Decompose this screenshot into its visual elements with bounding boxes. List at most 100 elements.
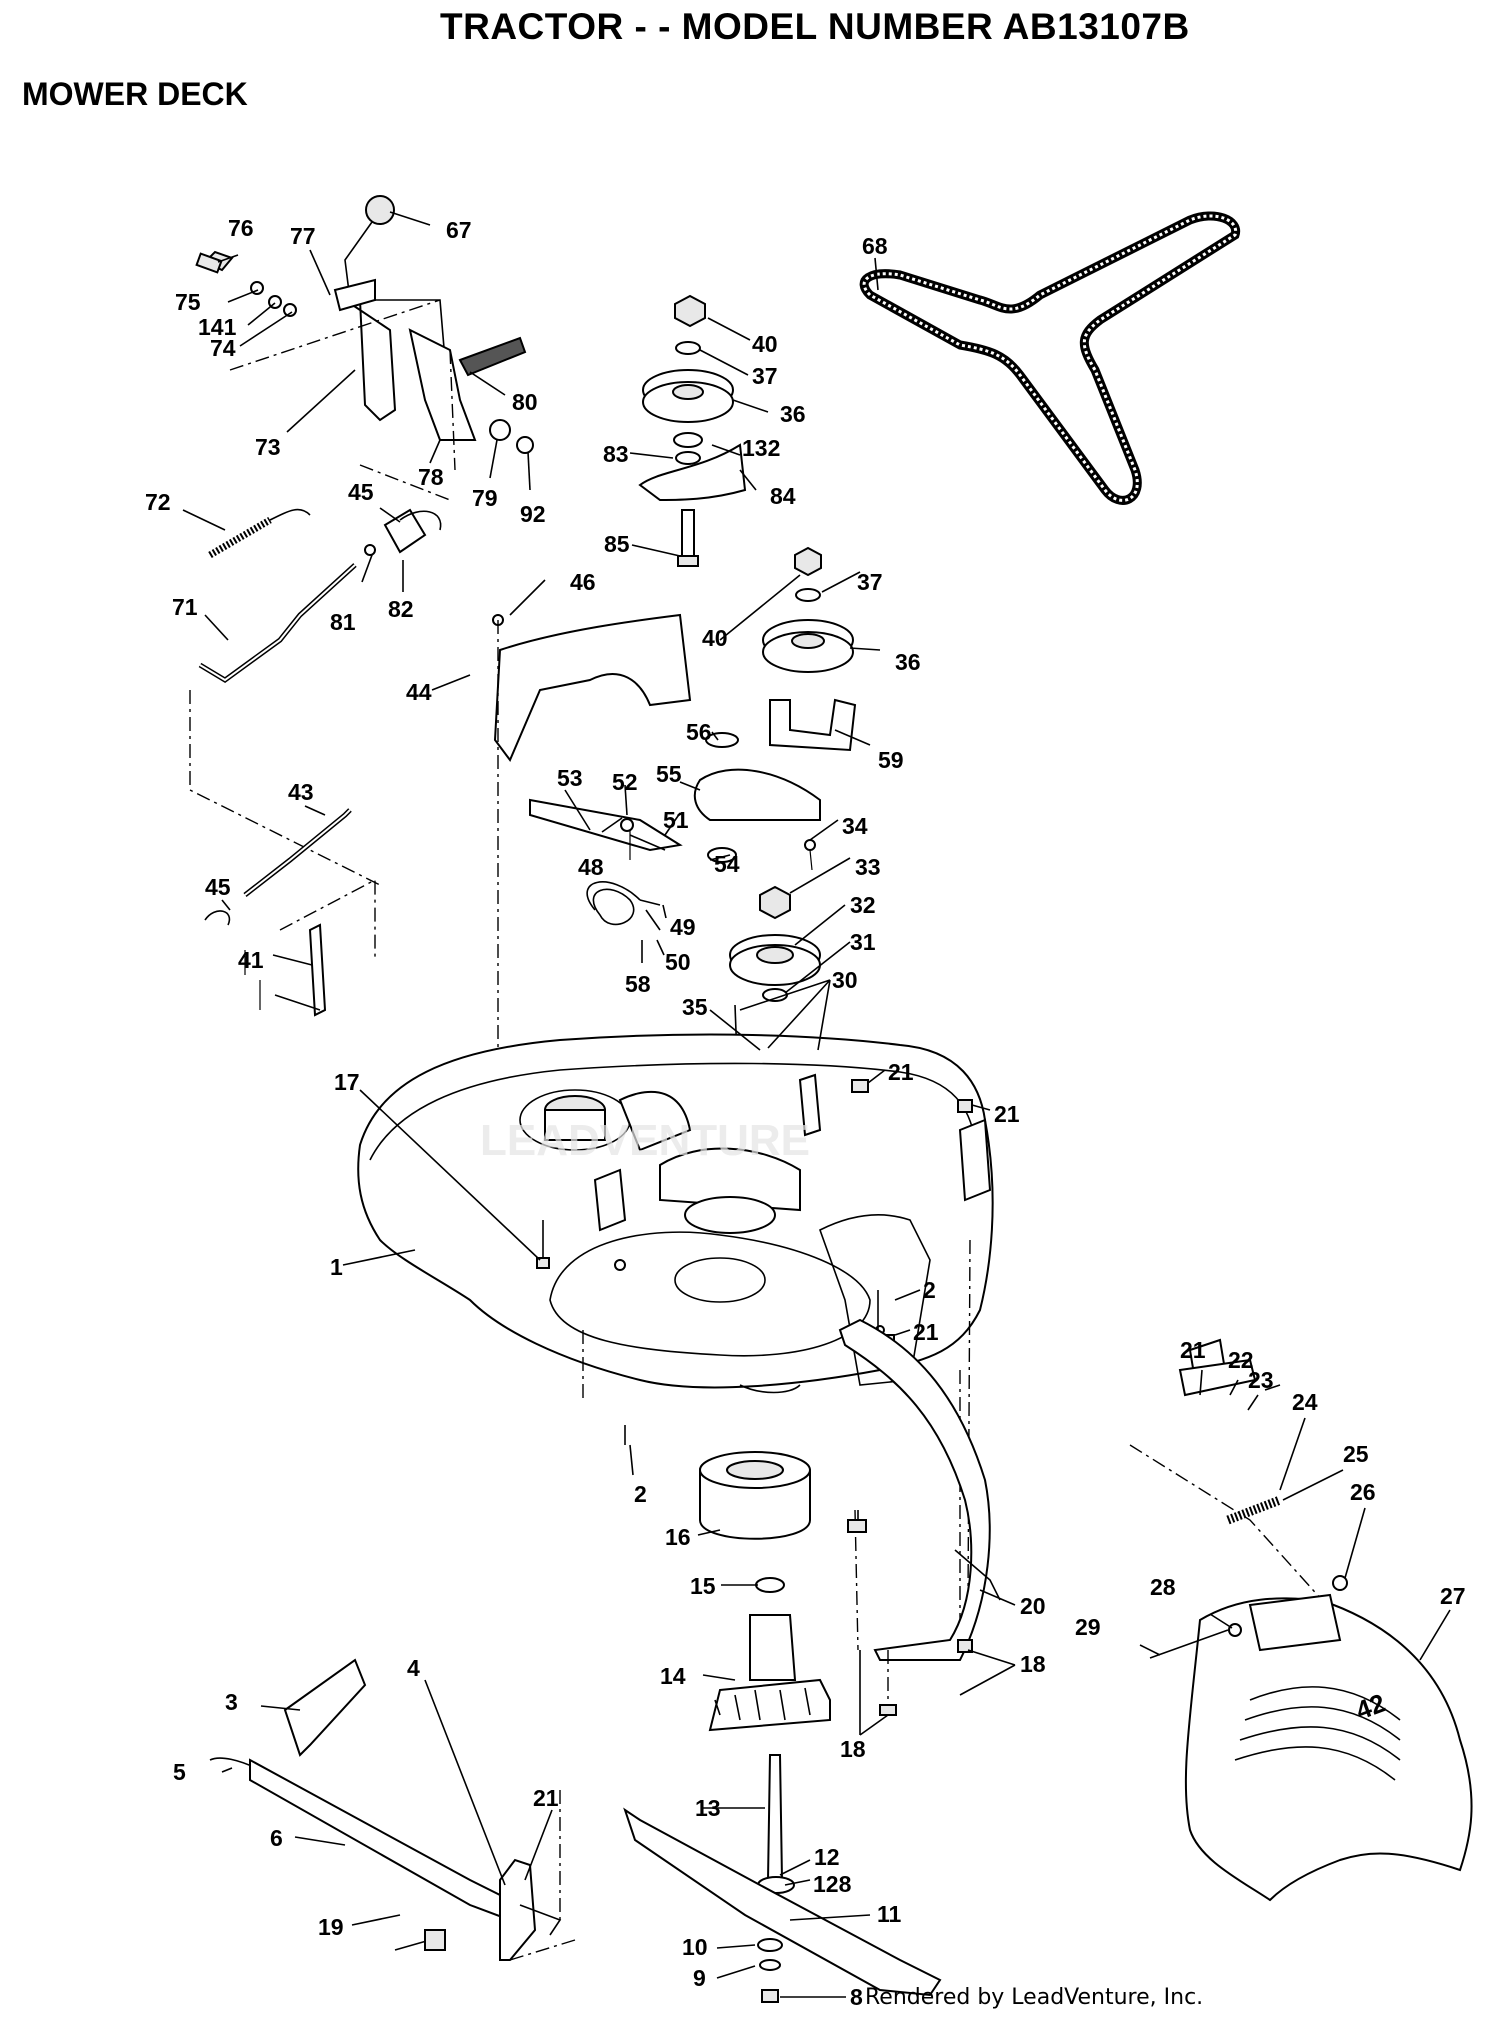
blade-drive-pulley-drawing [729,839,821,1121]
part-label-2a: 2 [923,1277,936,1303]
part-label-17: 17 [334,1069,360,1095]
idler-arm-drawing [529,732,821,926]
part-label-58: 58 [625,971,651,997]
part-label-68: 68 [862,233,888,259]
part-label-18b: 18 [840,1736,866,1762]
part-label-41: 41 [238,947,264,973]
part-label-36a: 36 [780,401,806,427]
part-label-21e: 21 [533,1785,559,1811]
part-label-21a: 21 [888,1059,914,1085]
part-label-15: 15 [690,1573,716,1599]
part-labels: 76 77 67 75 141 74 80 73 78 79 92 72 45 … [145,215,1466,2010]
part-label-14: 14 [660,1663,686,1689]
front-hitch-drawing [209,1658,576,1961]
part-label-11: 11 [877,1901,902,1927]
part-label-33: 33 [855,854,881,880]
part-label-12: 12 [814,1844,840,1870]
part-label-16: 16 [665,1524,691,1550]
drive-belt-drawing [859,211,1241,505]
part-label-10: 10 [682,1934,708,1960]
part-label-52: 52 [612,769,638,795]
part-label-40a: 40 [752,331,778,357]
part-label-50: 50 [665,949,691,975]
part-label-78: 78 [418,464,444,490]
part-label-8: 8 [850,1984,863,2010]
part-label-21b: 21 [994,1101,1020,1127]
part-label-56: 56 [686,719,712,745]
stabilizer-bracket-drawing [838,1318,1001,1716]
part-label-29: 29 [1075,1614,1101,1640]
part-label-2b: 2 [634,1481,647,1507]
part-label-22: 22 [1228,1347,1254,1373]
lift-spring-drawing [208,508,442,559]
part-label-75: 75 [175,289,201,315]
part-label-141: 141 [198,314,237,340]
lift-rod-drawing [189,563,381,886]
part-label-27: 27 [1440,1583,1466,1609]
part-label-59: 59 [878,747,904,773]
part-label-6: 6 [270,1825,283,1851]
part-label-1: 1 [330,1254,343,1280]
part-label-21c: 21 [913,1319,939,1345]
part-label-18a: 18 [1020,1651,1046,1677]
lift-handle-assembly-drawing [195,195,534,501]
part-label-24: 24 [1292,1389,1318,1415]
diagram-title: TRACTOR - - MODEL NUMBER AB13107B [440,6,1190,47]
part-label-76: 76 [228,215,254,241]
part-label-19: 19 [318,1914,344,1940]
part-label-35: 35 [682,994,708,1020]
part-label-31: 31 [850,929,876,955]
part-label-53: 53 [557,765,583,791]
upper-idler-pulley-stack-drawing [638,294,747,567]
part-label-81: 81 [330,609,356,635]
part-label-80: 80 [512,389,538,415]
lift-link-drawing [204,808,376,1017]
part-label-43: 43 [288,779,314,805]
part-label-82: 82 [388,596,414,622]
part-label-44: 44 [406,679,432,705]
part-label-28: 28 [1150,1574,1176,1600]
part-label-23: 23 [1248,1367,1274,1393]
svg-text:LEADVENTURE: LEADVENTURE [480,1116,810,1165]
part-label-51: 51 [663,807,689,833]
part-label-13: 13 [695,1795,721,1821]
discharge-chute-drawing: 42 [1129,1338,1473,1902]
part-label-74: 74 [210,335,236,361]
part-label-26: 26 [1350,1479,1376,1505]
part-label-40b: 40 [702,625,728,651]
render-credit: Rendered by LeadVenture, Inc. [865,1985,1204,2010]
part-label-34: 34 [842,813,868,839]
part-label-20: 20 [1020,1593,1046,1619]
part-label-4: 4 [407,1655,420,1681]
part-label-5: 5 [173,1759,186,1785]
deck-housing-drawing: LEADVENTURE [357,1033,994,1394]
part-label-48: 48 [578,854,604,880]
part-label-85: 85 [604,531,630,557]
part-label-92: 92 [520,501,546,527]
part-label-45b: 45 [205,874,231,900]
part-label-30: 30 [832,967,858,993]
part-label-45a: 45 [348,479,374,505]
part-label-77: 77 [290,223,316,249]
part-label-73: 73 [255,434,281,460]
lower-idler-pulley-stack-drawing [762,546,857,752]
part-label-49: 49 [670,914,696,940]
part-label-46: 46 [570,569,596,595]
part-label-71: 71 [172,594,198,620]
part-label-21d: 21 [1180,1337,1206,1363]
part-label-72: 72 [145,489,171,515]
part-label-54: 54 [714,851,740,877]
part-label-132: 132 [742,435,780,461]
part-label-83: 83 [603,441,629,467]
part-label-3: 3 [225,1689,238,1715]
part-label-36b: 36 [895,649,921,675]
part-label-9: 9 [693,1965,706,1991]
part-label-37a: 37 [752,363,778,389]
part-label-32: 32 [850,892,876,918]
leader-lines [182,211,1451,1998]
part-label-37b: 37 [857,569,883,595]
part-label-55: 55 [656,761,682,787]
belt-guard-drawing [492,613,692,1080]
part-label-67: 67 [446,217,472,243]
